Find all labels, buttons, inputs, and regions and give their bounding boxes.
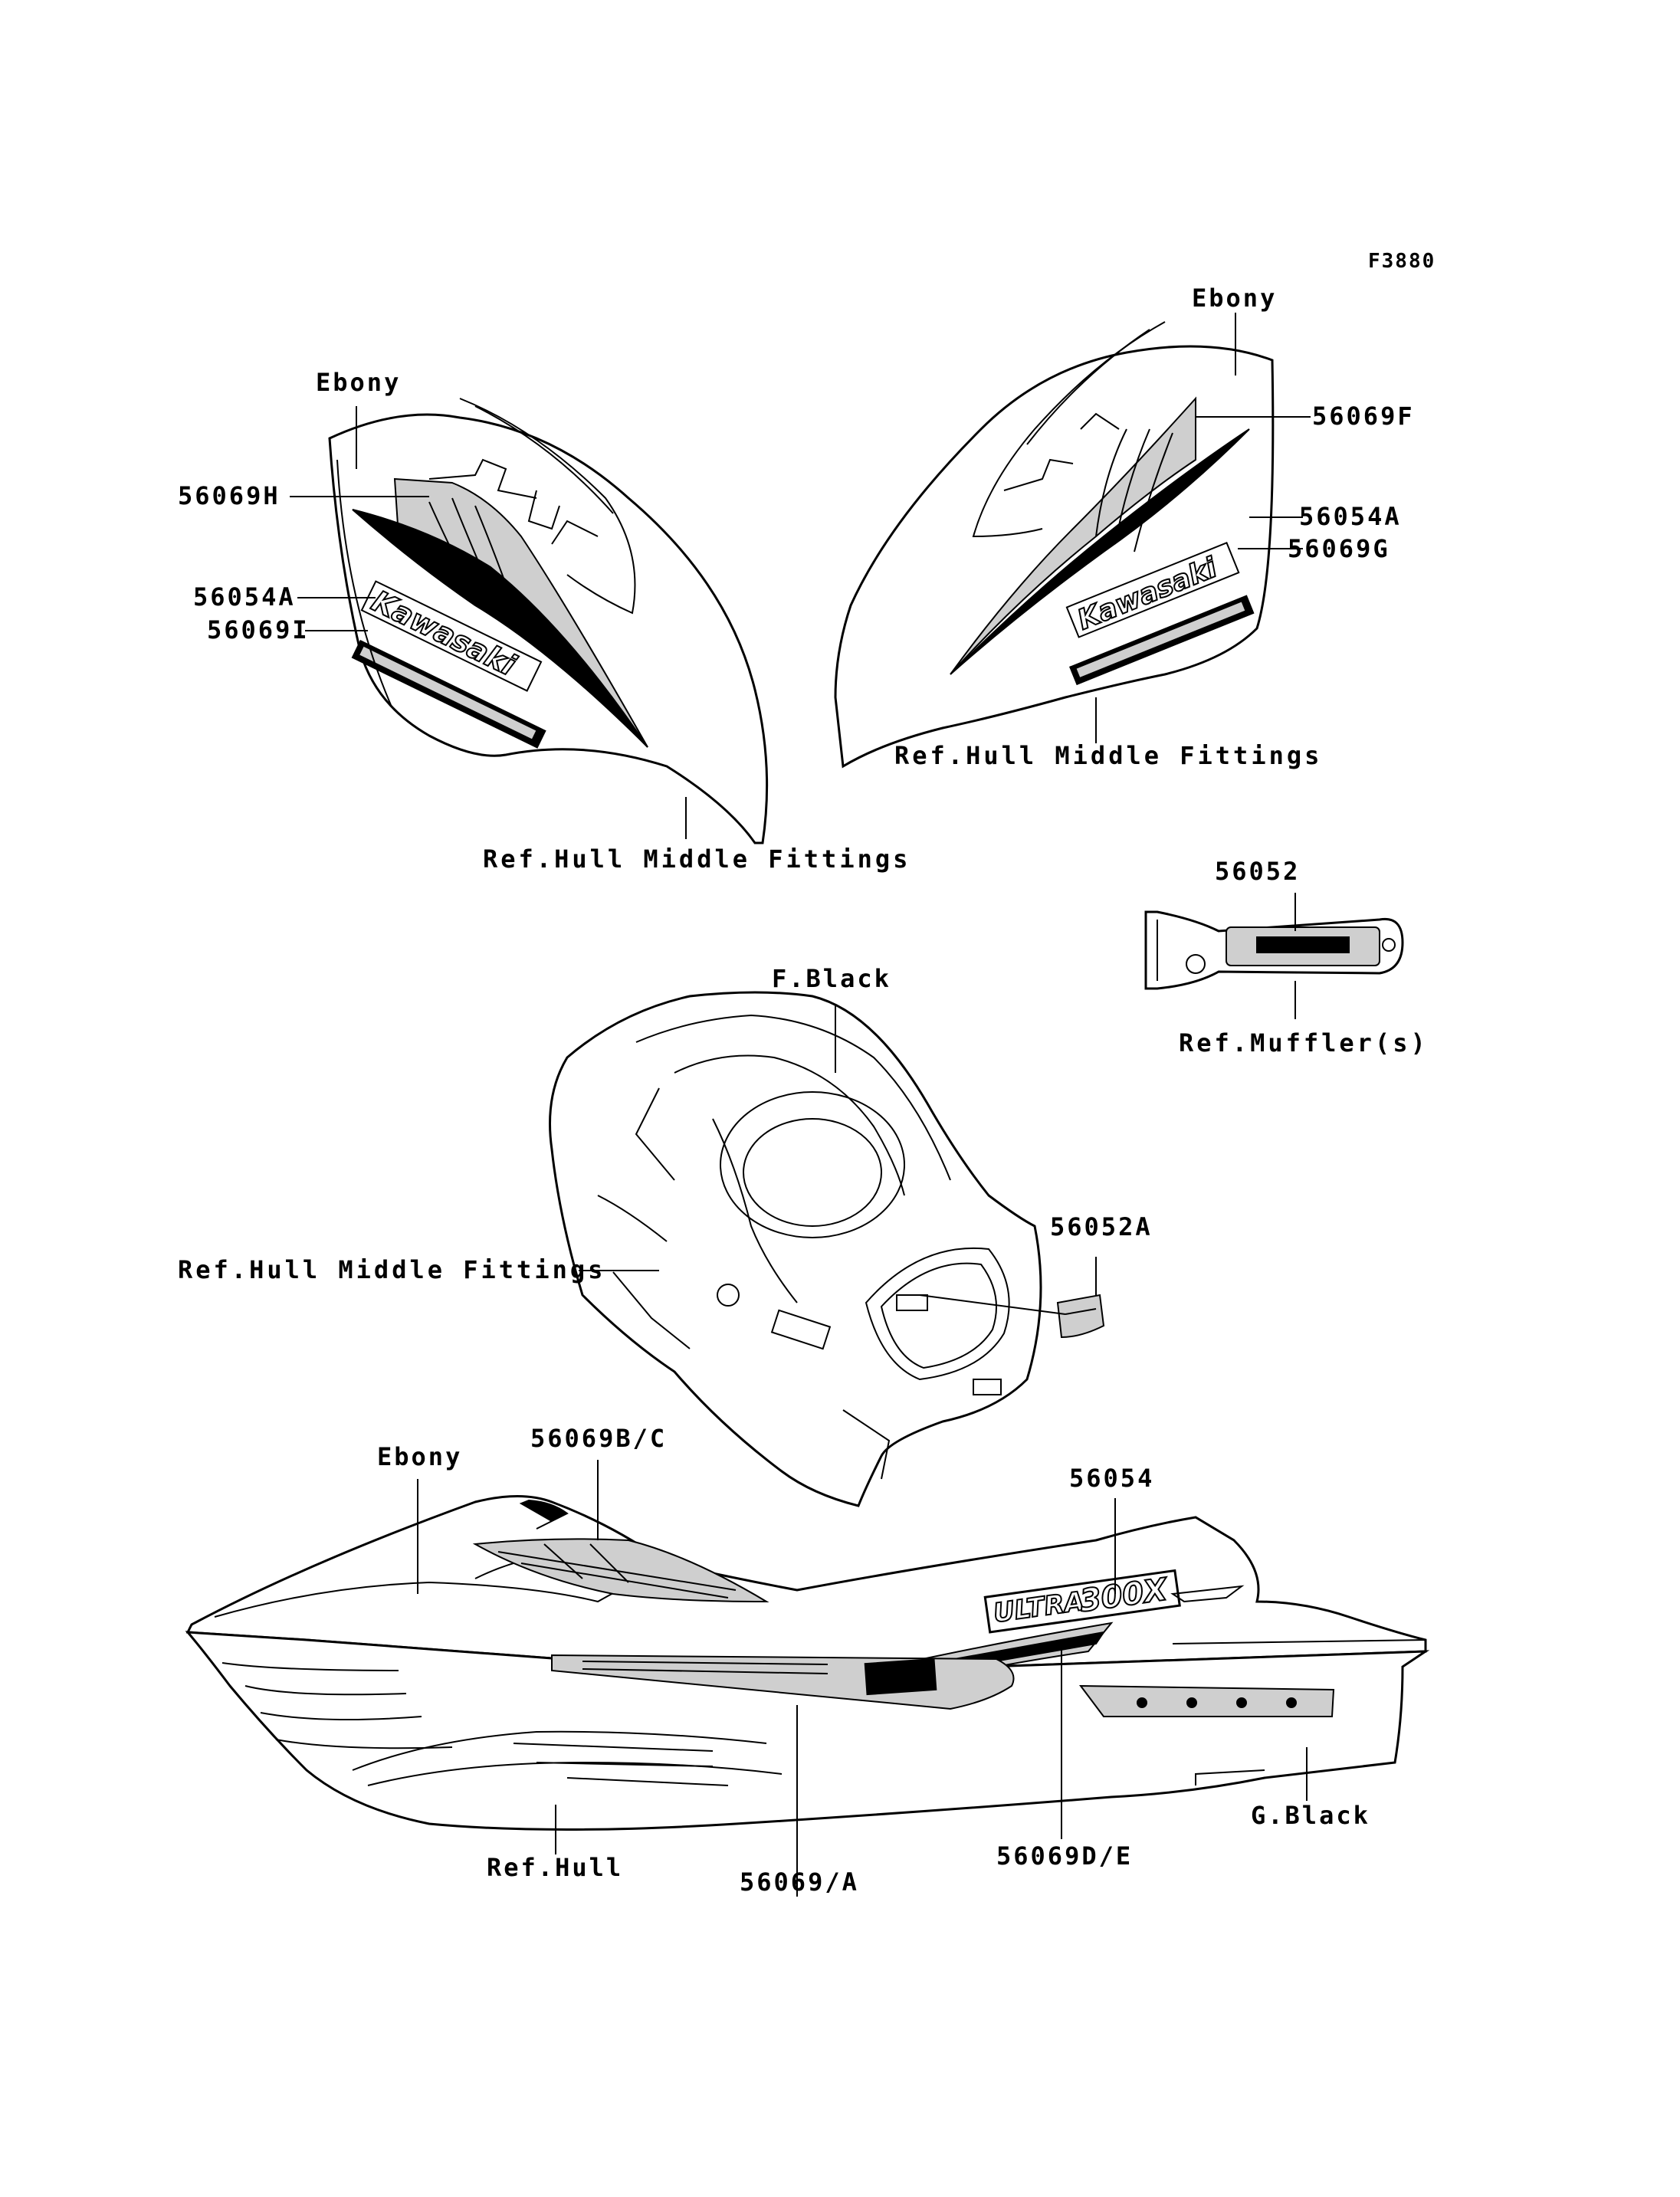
label-56069DE: 56069D/E	[996, 1841, 1133, 1871]
left-side-panel: Kawasaki	[328, 398, 769, 844]
hull-part: ULTRA 300X	[185, 1495, 1430, 1831]
label-56069BC: 56069B/C	[530, 1424, 667, 1453]
side-decal-strip-right	[1069, 595, 1255, 686]
right-side-panel: Kawasaki	[834, 321, 1275, 769]
label-ref-muffler: Ref.Muffler(s)	[1179, 1028, 1429, 1058]
label-ref-hull: Ref.Hull	[487, 1853, 623, 1882]
label-56054A-right: 56054A	[1299, 502, 1402, 531]
label-g-black: G.Black	[1251, 1801, 1370, 1830]
label-ebony-right: Ebony	[1192, 284, 1277, 313]
label-56052A: 56052A	[1050, 1212, 1153, 1241]
label-ref-hull-middle-right: Ref.Hull Middle Fittings	[894, 741, 1322, 770]
muffler-decal-part	[1144, 910, 1404, 990]
hull-middle-part	[549, 991, 1105, 1507]
label-56069H: 56069H	[178, 481, 281, 510]
label-56069G: 56069G	[1288, 534, 1390, 563]
label-ebony-bottom: Ebony	[377, 1442, 462, 1471]
label-56069F: 56069F	[1312, 402, 1415, 431]
ultra-text: ULTRA	[992, 1586, 1087, 1629]
label-f-black: F.Black	[772, 964, 891, 993]
label-56054A-left: 56054A	[193, 582, 296, 612]
label-ref-hull-middle-center: Ref.Hull Middle Fittings	[178, 1255, 605, 1284]
side-decal-strip	[351, 640, 546, 749]
label-ebony-left: Ebony	[316, 368, 401, 397]
label-56052: 56052	[1215, 857, 1300, 886]
label-56054: 56054	[1069, 1464, 1154, 1493]
label-56069I: 56069I	[207, 615, 310, 644]
figure-number: F3880	[1368, 250, 1436, 273]
label-ref-hull-middle-left: Ref.Hull Middle Fittings	[483, 844, 911, 874]
label-56069A: 56069/A	[740, 1867, 859, 1897]
